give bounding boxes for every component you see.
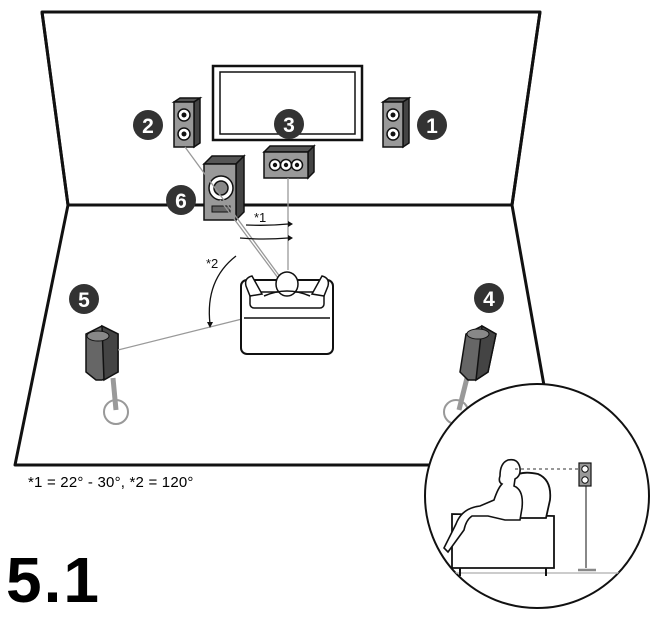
side-view-inset	[424, 383, 650, 609]
marker-1	[417, 110, 447, 140]
angle-arc-1	[245, 223, 289, 226]
number-markers: 1 2 3 4 5 6	[69, 109, 504, 314]
marker-3-label: 3	[283, 114, 295, 137]
guide-lines	[117, 146, 289, 351]
angle-label-1: *1	[254, 210, 266, 225]
angle-label-2: *2	[206, 256, 218, 271]
front-right-speaker	[380, 96, 412, 149]
subwoofer	[202, 154, 246, 222]
room-floor-outline	[13, 11, 445, 467]
marker-2	[133, 110, 163, 140]
front-left-speaker	[171, 96, 203, 149]
layout-title: 5.1	[6, 544, 101, 616]
right-wall-edge	[510, 11, 550, 409]
angle-arc-2	[208, 255, 237, 325]
surround-left-speaker	[85, 324, 129, 425]
angle-arcs	[207, 221, 293, 328]
marker-5	[69, 284, 99, 314]
listener-head	[275, 271, 299, 297]
marker-3	[274, 109, 304, 139]
surround-right-speaker	[443, 324, 497, 425]
marker-1-label: 1	[426, 115, 438, 138]
listener-seat	[240, 271, 334, 355]
listener-side-figure	[443, 458, 524, 554]
marker-5-label: 5	[78, 289, 90, 312]
angle-note: *1 = 22° - 30°, *2 = 120°	[28, 474, 194, 491]
marker-2-label: 2	[142, 115, 154, 138]
marker-4	[474, 283, 504, 313]
marker-4-label: 4	[483, 288, 495, 311]
marker-6	[166, 185, 196, 215]
angle-arc-1b	[239, 237, 289, 240]
center-speaker	[262, 144, 316, 180]
marker-6-label: 6	[175, 190, 187, 213]
